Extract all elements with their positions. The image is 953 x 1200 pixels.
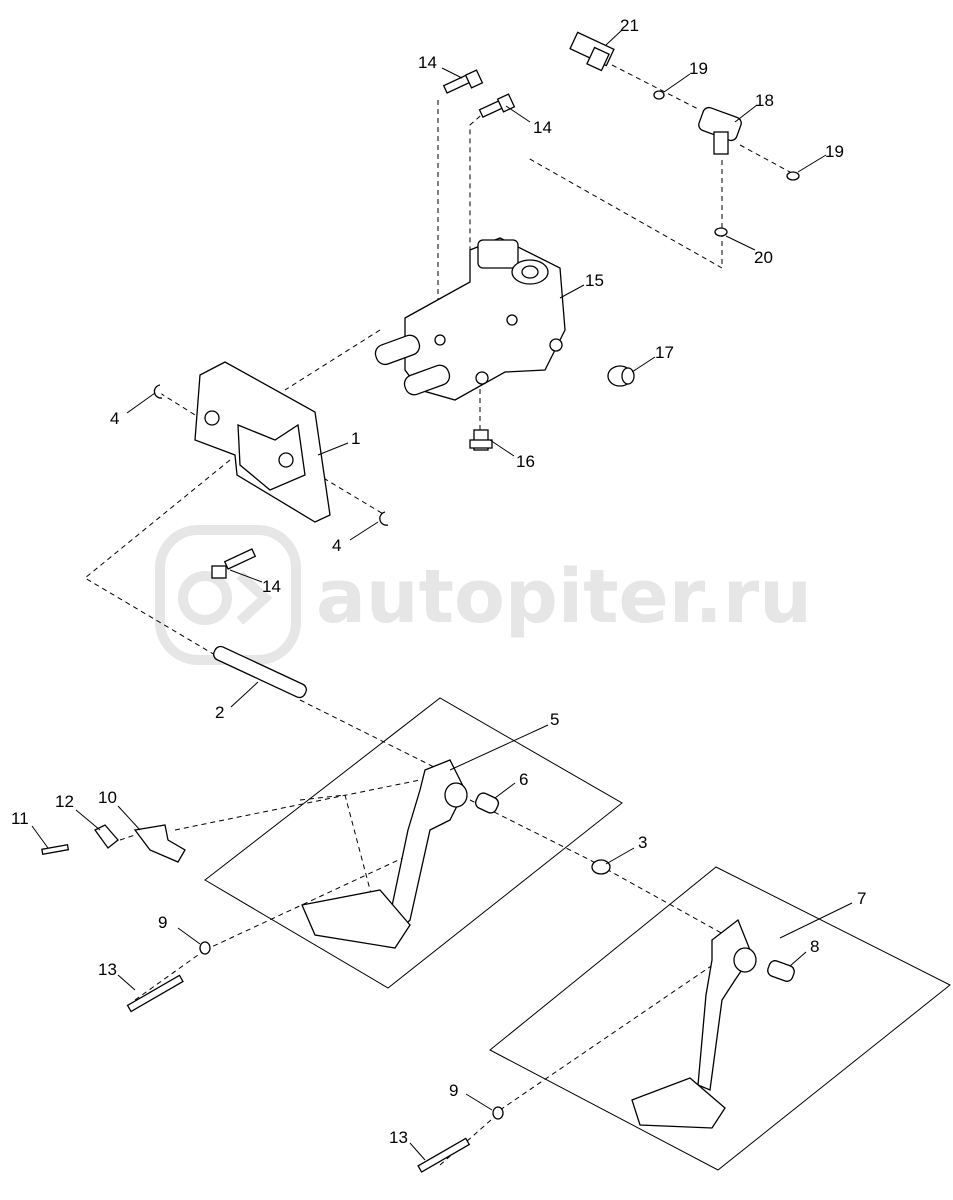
callout-9: 9 [449,1081,458,1100]
callout-20: 20 [754,248,773,267]
callout-19: 19 [825,142,844,161]
part-13-bolt-b [417,1137,471,1173]
callout-6: 6 [519,770,528,789]
callout-1: 1 [351,429,360,448]
callout-14: 14 [418,53,437,72]
part-9-nut-a [199,941,211,955]
part-2-shaft [213,645,307,699]
callout-14: 14 [533,118,552,137]
callout-4: 4 [110,409,119,428]
part-15-brake-valve [374,237,566,401]
part-6-bushing [474,792,500,814]
callout-15: 15 [585,271,604,290]
part-3-washer [591,859,611,875]
callout-14: 14 [262,577,281,596]
part-14-bolt-a [442,69,484,94]
callout-16: 16 [516,452,535,471]
part-9-nut-b [492,1106,504,1120]
callout-19: 19 [689,59,708,78]
part-5-pedal [301,759,468,949]
part-19-oring-b [786,171,800,181]
part-17-cap [607,365,635,387]
callout-17: 17 [655,343,674,362]
part-1-bracket [194,361,331,523]
part-4-clip-a [153,384,163,399]
watermark-logo: autopiter.ru [155,525,812,665]
callout-10: 10 [98,788,117,807]
callout-13: 13 [98,960,117,979]
callout-4: 4 [332,536,341,555]
part-18-elbow [698,106,742,155]
pedal-5-plate [204,697,623,989]
part-16-fitting [469,429,493,451]
callout-13: 13 [389,1128,408,1147]
part-12-bracket [94,824,119,849]
pedal-7-plate [489,866,951,1171]
part-14-bolt-b [478,93,516,118]
part-7-pedal [631,918,757,1129]
callout-18: 18 [755,91,774,110]
part-4-clip-b [379,511,389,526]
callout-2: 2 [215,703,224,722]
part-14-bolt-c [211,548,257,579]
part-11-pin [41,844,70,855]
watermark-text: autopiter.ru [316,554,812,640]
callout-labels: 21 14 19 18 14 19 20 15 17 4 1 16 4 14 2… [11,16,866,1147]
callout-9: 9 [158,913,167,932]
callout-12: 12 [55,792,74,811]
part-10-switch-bracket [133,824,186,863]
leader-lines [31,29,853,1161]
callout-11: 11 [11,809,29,828]
part-20-oring [714,227,728,237]
callout-8: 8 [810,937,819,956]
part-21-fitting [569,31,615,72]
part-8-bushing [767,960,795,982]
part-13-bolt-a [126,974,184,1013]
callout-21: 21 [620,16,639,35]
callout-5: 5 [550,710,559,729]
callout-3: 3 [638,833,647,852]
callout-7: 7 [857,889,866,908]
part-19-oring-a [653,90,665,100]
